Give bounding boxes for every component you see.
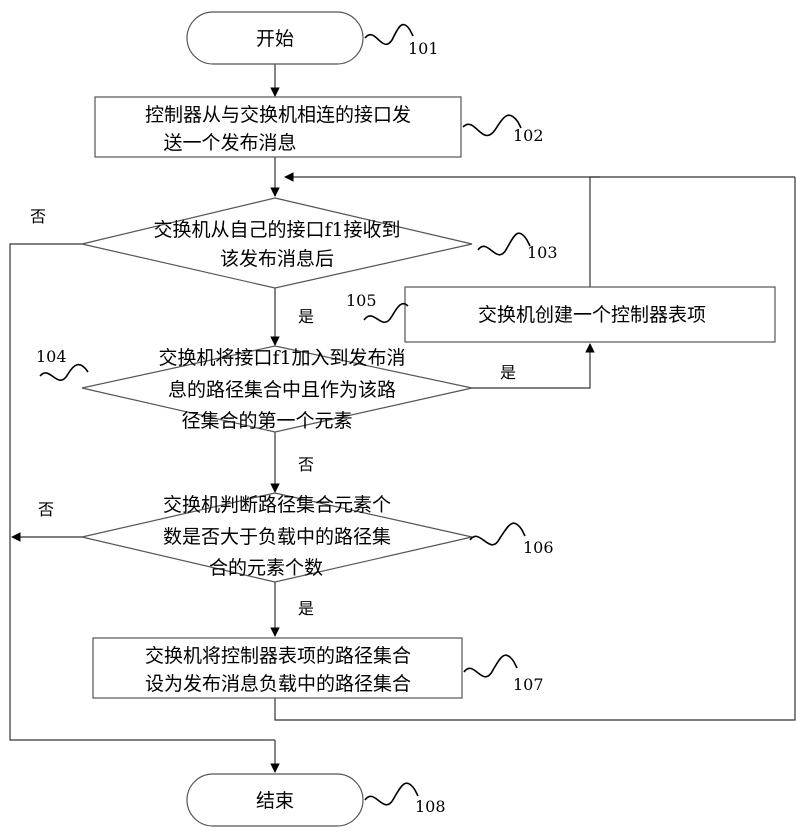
decision-103-line2: 该发布消息后 <box>220 248 334 270</box>
ref-108: 108 <box>415 797 446 816</box>
ref-squiggle-103 <box>478 233 530 255</box>
step-107: 交换机将控制器表项的路径集合 设为发布消息负载中的路径集合 <box>93 638 462 698</box>
edge-104-105 <box>472 344 590 388</box>
edge-label-no-104: 否 <box>298 455 314 474</box>
step-105-label: 交换机创建一个控制器表项 <box>478 304 706 326</box>
edge-105-loop <box>590 177 600 287</box>
ref-107: 107 <box>513 675 544 694</box>
ref-squiggle-107 <box>464 655 517 677</box>
edge-label-yes-103: 是 <box>298 307 314 326</box>
start-node: 开始 <box>187 12 363 64</box>
start-label: 开始 <box>256 28 294 50</box>
decision-106: 交换机判断路径集合元素个 数是否大于负载中的路径集 合的元素个数 <box>82 493 472 582</box>
step-102: 控制器从与交换机相连的接口发 送一个发布消息 <box>95 97 461 157</box>
step-105: 交换机创建一个控制器表项 <box>405 287 775 342</box>
decision-106-line1: 交换机判断路径集合元素个 <box>163 494 391 516</box>
step-102-line1: 控制器从与交换机相连的接口发 <box>145 104 411 126</box>
edge-label-yes-104: 是 <box>500 363 516 382</box>
end-node: 结束 <box>187 774 363 826</box>
decision-104-line3: 径集合的第一个元素 <box>181 410 352 432</box>
decision-104: 交换机将接口f1加入到发布消 息的路径集合中且作为该路 径集合的第一个元素 <box>82 346 472 432</box>
ref-105: 105 <box>346 291 377 310</box>
ref-102: 102 <box>513 126 544 145</box>
ref-106: 106 <box>523 538 554 557</box>
decision-103-line1: 交换机从自己的接口f1接收到 <box>153 219 400 241</box>
decision-104-line2: 息的路径集合中且作为该路 <box>168 379 396 401</box>
ref-squiggle-108 <box>365 783 418 805</box>
decision-106-line2: 数是否大于负载中的路径集 <box>163 526 391 548</box>
end-label: 结束 <box>256 790 294 812</box>
ref-squiggle-104 <box>40 365 88 381</box>
ref-104: 104 <box>36 347 67 366</box>
decision-106-line3: 合的元素个数 <box>209 557 323 579</box>
ref-103: 103 <box>527 243 558 262</box>
ref-101: 101 <box>408 39 439 58</box>
edge-label-yes-106: 是 <box>298 599 314 618</box>
step-107-line2: 设为发布消息负载中的路径集合 <box>145 673 411 695</box>
decision-104-line1: 交换机将接口f1加入到发布消 <box>158 347 405 369</box>
step-102-line2: 送一个发布消息 <box>163 132 296 154</box>
edge-label-no-106: 否 <box>38 500 54 519</box>
ref-squiggle-106 <box>470 523 525 545</box>
ref-squiggle-101 <box>365 25 413 45</box>
decision-103: 交换机从自己的接口f1接收到 该发布消息后 <box>82 198 472 288</box>
step-107-line1: 交换机将控制器表项的路径集合 <box>145 645 411 667</box>
edge-label-no-103: 否 <box>30 207 46 226</box>
